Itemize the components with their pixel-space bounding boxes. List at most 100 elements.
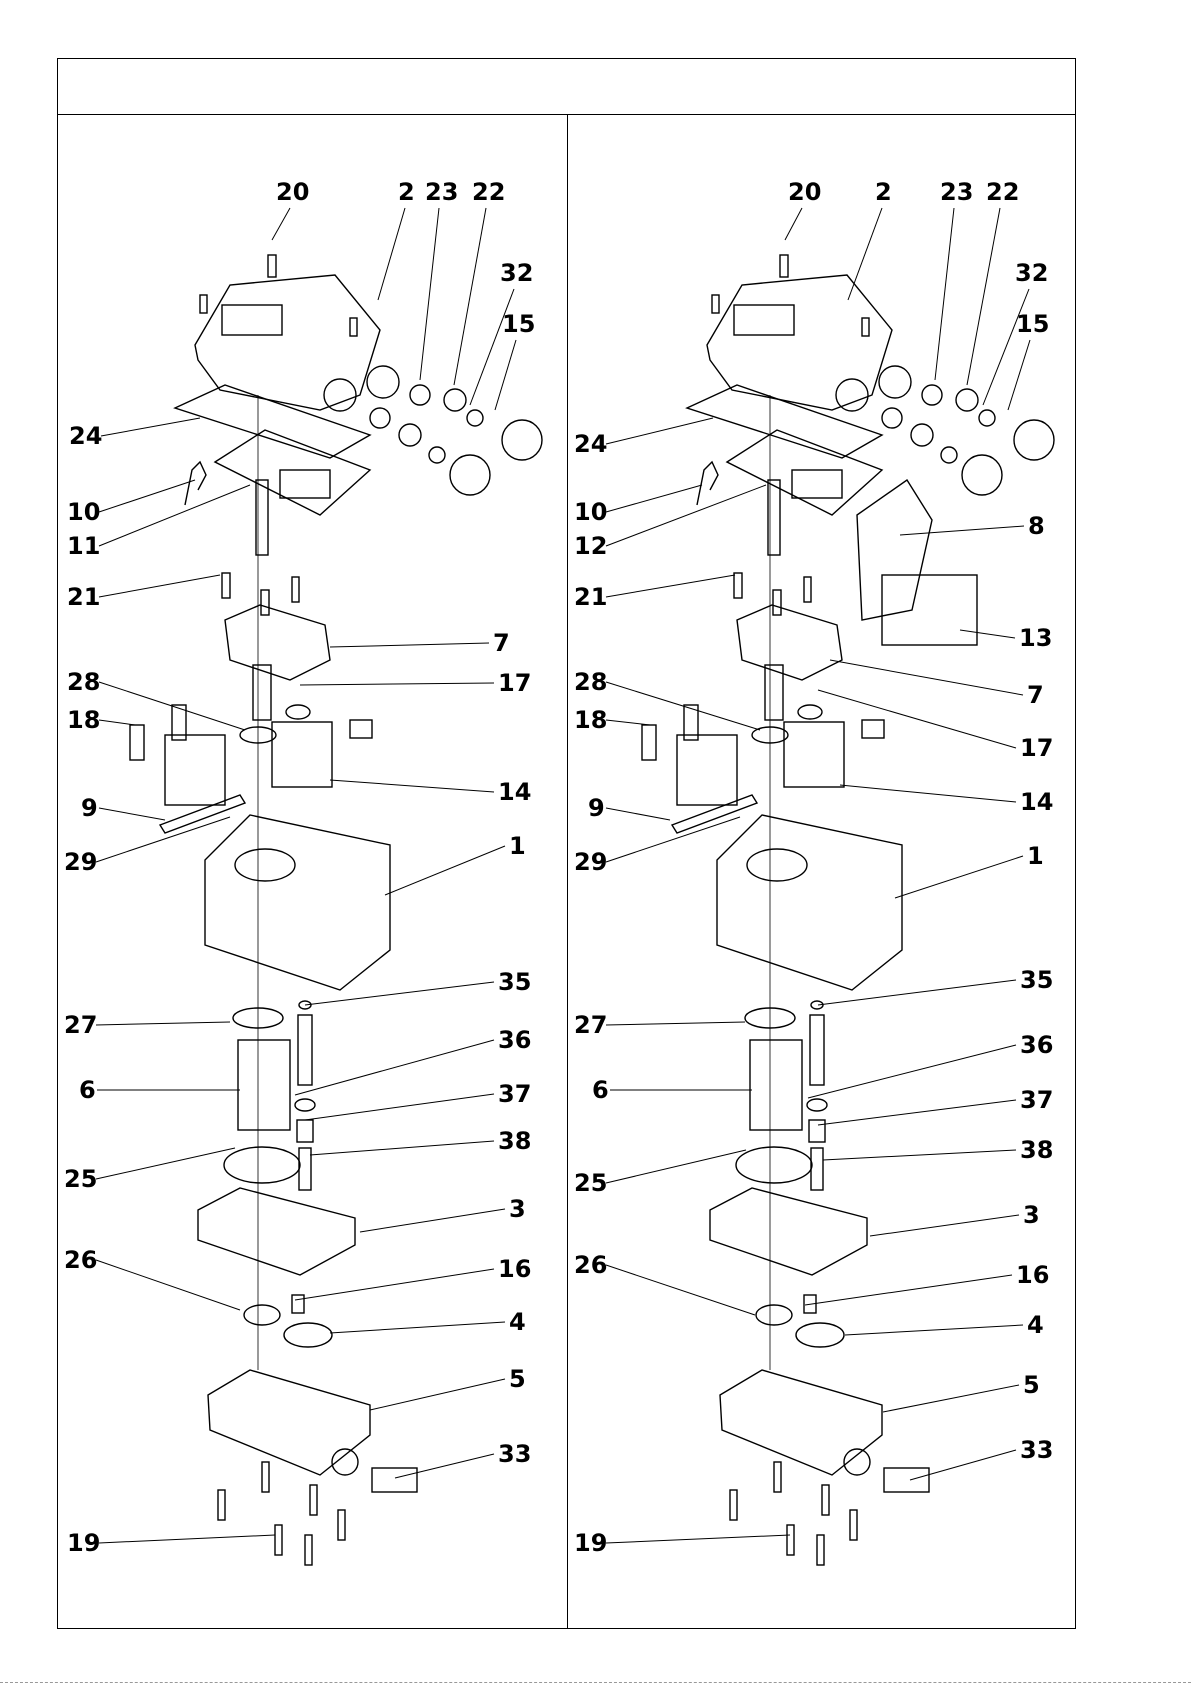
- left-seal-b: [370, 408, 390, 428]
- left-diaphragm-4: [284, 1323, 332, 1347]
- left-pin-38: [299, 1148, 311, 1190]
- right-leader-12: [606, 485, 766, 546]
- right-leader-29: [606, 817, 740, 862]
- right-leader-14: [840, 785, 1016, 802]
- right-seal-23: [922, 385, 942, 405]
- right-leader-10: [606, 485, 702, 512]
- left-leader-4: [330, 1322, 505, 1333]
- right-cover-label: [734, 305, 794, 335]
- left-screw-19-3: [338, 1510, 345, 1540]
- left-nut-15b: [450, 455, 490, 495]
- right-cover-8: [857, 480, 932, 620]
- right-fitting: [677, 735, 737, 805]
- left-leader-25: [96, 1148, 235, 1179]
- right-washer-17: [798, 705, 822, 719]
- right-bracket-7: [737, 605, 842, 680]
- right-leader-4: [845, 1325, 1023, 1335]
- left-leader-14: [330, 780, 494, 792]
- left-leader-1: [385, 846, 505, 895]
- left-leader-32: [470, 289, 514, 405]
- right-leader-36: [808, 1045, 1016, 1098]
- left-oring-26: [244, 1305, 280, 1325]
- left-leader-19: [99, 1535, 275, 1543]
- left-gasket-24: [175, 385, 370, 458]
- left-leader-5: [370, 1379, 505, 1410]
- right-gland-a: [836, 379, 868, 411]
- right-screw-21b: [773, 590, 781, 615]
- left-screw-21: [222, 573, 230, 598]
- right-oring-25: [736, 1147, 812, 1183]
- left-base-5: [208, 1370, 370, 1475]
- right-coil-14: [784, 722, 844, 787]
- right-screw-19-3: [850, 1510, 857, 1540]
- right-plate-3: [710, 1188, 867, 1275]
- left-valve-16: [292, 1295, 304, 1313]
- right-screw-20: [780, 255, 788, 277]
- right-screw-21: [734, 573, 742, 598]
- right-nut-15b: [962, 455, 1002, 495]
- left-leader-2: [378, 208, 405, 300]
- right-washer-36: [807, 1099, 827, 1111]
- right-leader-15: [1008, 340, 1030, 410]
- right-leader-35: [818, 980, 1016, 1005]
- left-leader-27: [96, 1022, 230, 1025]
- right-screw-19-1: [774, 1462, 781, 1492]
- left-spring-37: [297, 1120, 313, 1142]
- right-nut-15a: [1014, 420, 1054, 460]
- right-leader-3: [870, 1215, 1019, 1236]
- right-leader-17: [818, 690, 1016, 748]
- right-plunger: [810, 1015, 824, 1085]
- right-strap-9: [672, 795, 757, 833]
- right-leader-27: [606, 1022, 745, 1025]
- right-leader-23: [935, 208, 954, 380]
- left-screw-top-right: [350, 318, 357, 336]
- right-screw-19-2: [822, 1485, 829, 1515]
- right-leader-2: [848, 208, 882, 300]
- right-screw-21c: [804, 577, 811, 602]
- left-cover-label: [222, 305, 282, 335]
- right-base-5: [720, 1370, 882, 1475]
- left-leader-36: [295, 1040, 494, 1095]
- right-tube-6: [750, 1040, 802, 1130]
- right-screw-19-5: [817, 1535, 824, 1565]
- left-fitting: [165, 735, 225, 805]
- left-screw-21c: [292, 577, 299, 602]
- right-leader-7: [830, 660, 1023, 695]
- right-leader-26: [606, 1265, 755, 1315]
- right-housing-bore: [747, 849, 807, 881]
- left-leader-24: [101, 418, 200, 436]
- right-nipple-33: [884, 1468, 929, 1492]
- left-leader-7: [330, 643, 489, 647]
- left-housing-bore: [235, 849, 295, 881]
- left-leader-22: [454, 208, 486, 385]
- right-leader-21: [606, 575, 735, 597]
- left-screw-19-2: [310, 1485, 317, 1515]
- left-housing-1: [205, 815, 390, 990]
- right-leader-20: [785, 208, 802, 240]
- right-pin-38: [811, 1148, 823, 1190]
- left-plug-32: [467, 410, 483, 426]
- right-gland-b: [879, 366, 911, 398]
- right-leader-1: [895, 856, 1023, 898]
- right-clip-10: [697, 462, 718, 505]
- right-leader-18: [606, 720, 650, 725]
- right-leader-9: [606, 808, 670, 820]
- right-insert-22: [956, 389, 978, 411]
- right-coil-connector: [862, 720, 884, 738]
- right-circuit-board: [727, 430, 882, 515]
- left-clip-10: [185, 462, 206, 505]
- left-leader-26: [96, 1260, 240, 1310]
- left-leader-3: [360, 1209, 505, 1232]
- left-leader-21: [99, 575, 220, 597]
- left-coil-connector: [350, 720, 372, 738]
- left-leader-38: [310, 1141, 494, 1155]
- right-plug-32: [979, 410, 995, 426]
- right-leader-25: [606, 1150, 746, 1183]
- left-bolt-18a: [130, 725, 144, 760]
- left-strap-9: [160, 795, 245, 833]
- left-washer-17: [286, 705, 310, 719]
- left-coil-14: [272, 722, 332, 787]
- right-leader-16: [805, 1275, 1012, 1305]
- right-leader-32: [983, 289, 1029, 405]
- left-screw-19-5: [305, 1535, 312, 1565]
